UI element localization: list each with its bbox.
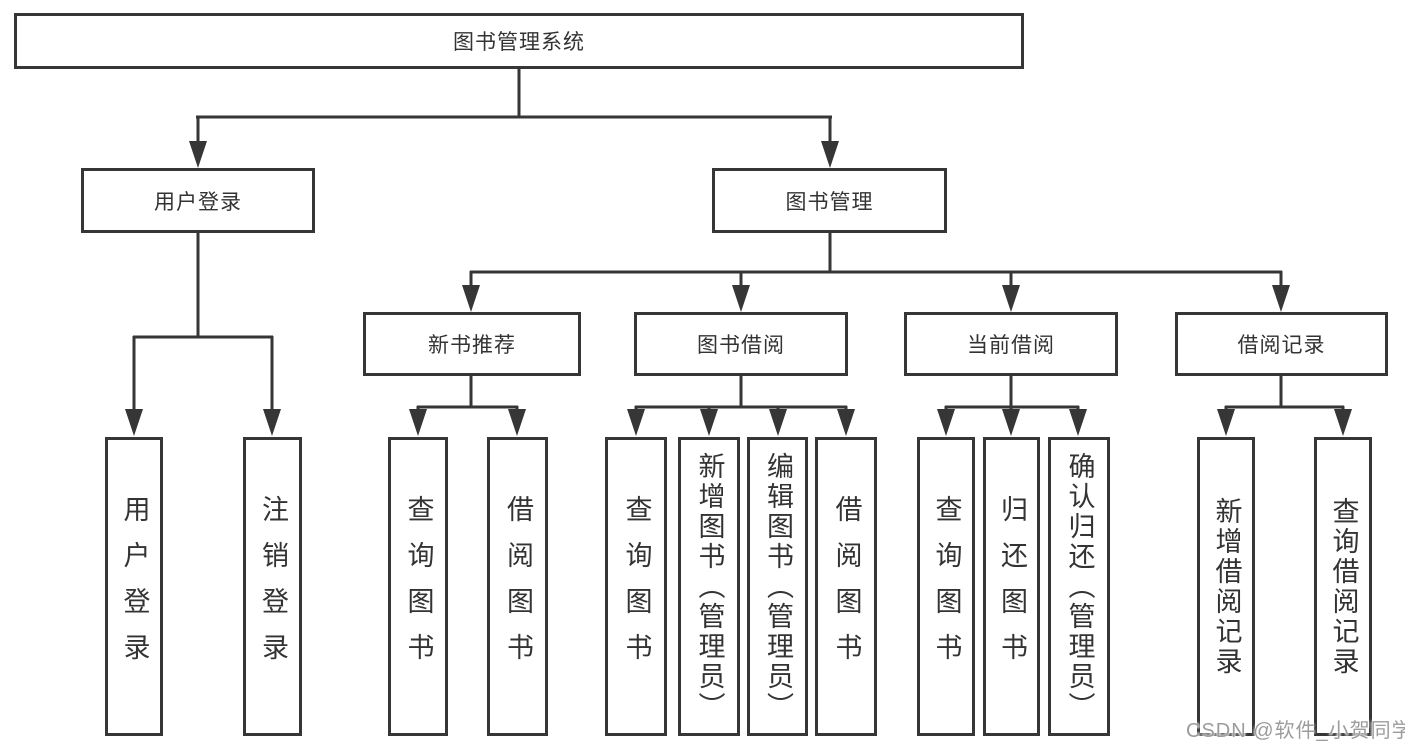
- node-label: 借阅记录: [1237, 334, 1326, 357]
- leaf-label: 借阅图书: [831, 494, 862, 679]
- node-book-management: 图书管理: [712, 168, 947, 233]
- leaf-borrow-books-recommend: 借阅图书: [487, 437, 548, 736]
- arrowheads: [125, 141, 1352, 436]
- node-current-borrowing: 当前借阅: [904, 312, 1118, 376]
- leaf-query-borrow-record: 查询借阅记录: [1314, 437, 1372, 736]
- leaf-label: 新增图书（管理员）: [694, 451, 725, 722]
- node-label: 图书借阅: [697, 334, 785, 357]
- leaf-query-books-current: 查询图书: [917, 437, 975, 736]
- leaf-query-books-borrowing: 查询图书: [605, 437, 667, 736]
- leaf-borrow-books-borrowing: 借阅图书: [815, 437, 877, 736]
- leaf-user-login: 用户登录: [105, 437, 163, 736]
- leaf-confirm-return-admin: 确认归还（管理员）: [1048, 437, 1110, 736]
- leaf-add-borrow-record: 新增借阅记录: [1197, 437, 1255, 736]
- node-label: 当前借阅: [967, 334, 1055, 357]
- leaf-return-books: 归还图书: [983, 437, 1040, 736]
- leaf-logout: 注销登录: [243, 437, 302, 736]
- leaf-label: 查询借阅记录: [1328, 496, 1359, 677]
- leaf-label: 查询图书: [621, 494, 652, 679]
- leaf-label: 查询图书: [403, 494, 434, 679]
- leaf-label: 确认归还（管理员）: [1064, 451, 1095, 722]
- node-library-management-system: 图书管理系统: [14, 13, 1024, 69]
- node-label: 图书管理: [785, 190, 874, 214]
- leaf-label: 归还图书: [997, 494, 1027, 679]
- node-label: 图书管理系统: [453, 31, 585, 54]
- leaf-label: 注销登录: [258, 494, 288, 679]
- leaf-label: 编辑图书（管理员）: [763, 451, 793, 722]
- node-user-login: 用户登录: [81, 168, 315, 233]
- leaf-edit-book-admin: 编辑图书（管理员）: [747, 437, 808, 736]
- node-new-book-recommendation: 新书推荐: [363, 312, 581, 376]
- leaf-label: 查询图书: [931, 494, 962, 679]
- node-book-borrowing: 图书借阅: [634, 312, 848, 376]
- leaf-label: 用户登录: [119, 494, 150, 679]
- node-label: 用户登录: [154, 190, 242, 214]
- leaf-add-book-admin: 新增图书（管理员）: [678, 437, 740, 736]
- node-borrowing-records: 借阅记录: [1175, 312, 1388, 376]
- csdn-watermark: CSDN @软件_小贺同学: [1186, 720, 1405, 742]
- node-label: 新书推荐: [428, 334, 516, 357]
- leaf-label: 借阅图书: [503, 494, 533, 679]
- leaf-label: 新增借阅记录: [1211, 496, 1242, 677]
- leaf-query-books-recommend: 查询图书: [388, 437, 448, 736]
